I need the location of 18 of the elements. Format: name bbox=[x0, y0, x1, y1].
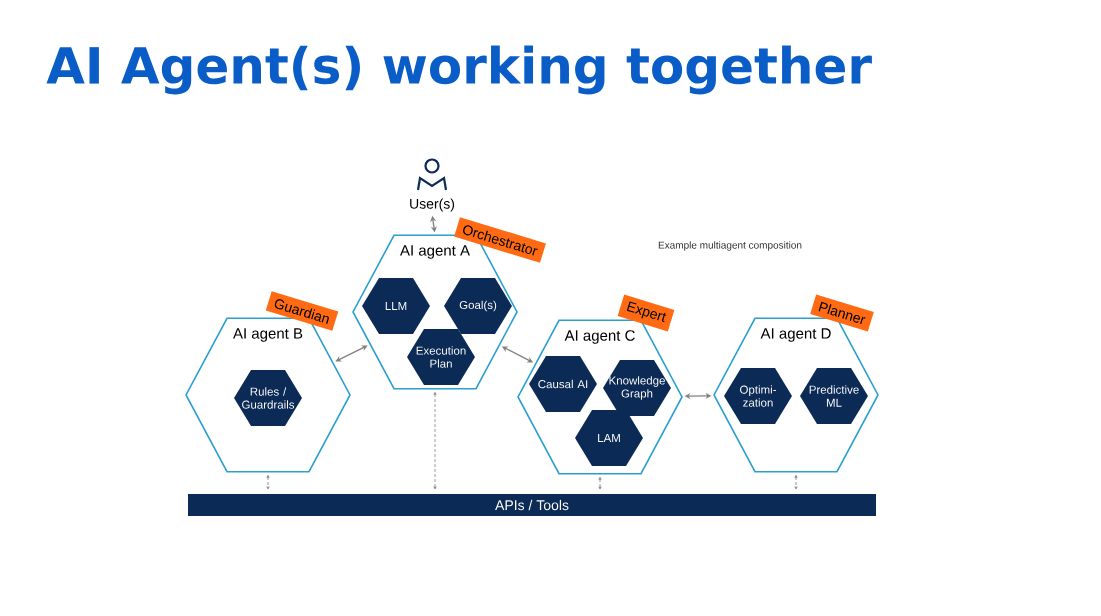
arrow bbox=[794, 475, 798, 490]
capability-hexagon: LAM bbox=[575, 410, 643, 466]
capability-hexagon: Goal(s) bbox=[444, 278, 512, 334]
tools-bar: APIs / Tools bbox=[188, 494, 876, 516]
capability-hexagon: Knowledge Graph bbox=[603, 360, 671, 416]
arrow bbox=[598, 477, 602, 490]
capability-hexagon: LLM bbox=[362, 278, 430, 334]
arrow bbox=[433, 392, 437, 490]
note: Example multiagent composition bbox=[658, 241, 802, 251]
user-label: User(s) bbox=[410, 198, 455, 212]
capability-hexagon: Causal AI bbox=[529, 356, 597, 412]
capability-hexagon: Execution Plan bbox=[407, 329, 475, 385]
capability-hexagon: Rules / Guardrails bbox=[234, 370, 302, 426]
title: AI Agent(s) working together bbox=[46, 45, 872, 95]
arrow bbox=[266, 475, 270, 490]
capability-hexagon: Optimi- zation bbox=[724, 368, 792, 424]
capability-hexagon: Predictive ML bbox=[800, 368, 868, 424]
arrow bbox=[335, 345, 368, 362]
